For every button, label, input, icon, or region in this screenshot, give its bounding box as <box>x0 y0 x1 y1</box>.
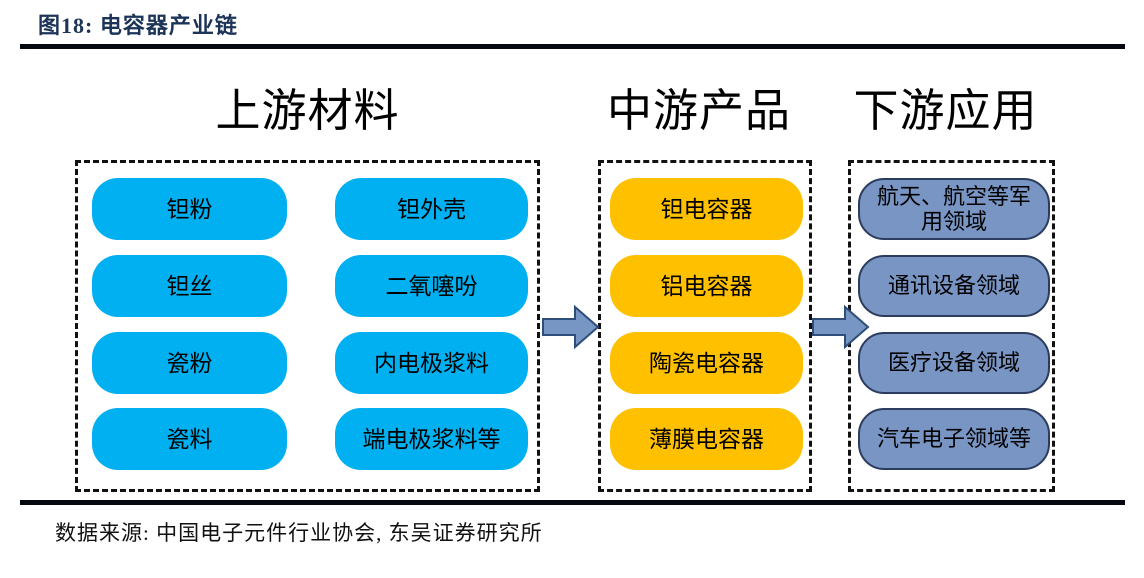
midstream-node: 铝电容器 <box>610 255 803 317</box>
upstream-node: 二氧噻吩 <box>335 255 528 317</box>
upstream-node: 瓷料 <box>92 408 287 470</box>
midstream-node: 陶瓷电容器 <box>610 332 803 394</box>
downstream-header: 下游应用 <box>853 85 1038 136</box>
upstream-node: 钽粉 <box>92 178 287 240</box>
upstream-node: 钽丝 <box>92 255 287 317</box>
upstream-node: 端电极浆料等 <box>335 408 528 470</box>
upstream-node: 内电极浆料 <box>335 332 528 394</box>
downstream-node: 医疗设备领域 <box>858 332 1050 394</box>
midstream-panel <box>598 160 812 492</box>
upstream-node: 瓷粉 <box>92 332 287 394</box>
source-note: 数据来源: 中国电子元件行业协会, 东吴证券研究所 <box>55 521 543 545</box>
midstream-node: 钽电容器 <box>610 178 803 240</box>
title-divider-rule <box>20 44 1125 49</box>
flow-arrow-icon <box>812 304 870 350</box>
midstream-header: 中游产品 <box>606 85 791 136</box>
source-divider-rule <box>20 500 1125 505</box>
flow-arrow-icon <box>542 304 600 350</box>
upstream-panel <box>75 160 540 492</box>
upstream-header: 上游材料 <box>215 85 400 136</box>
figure-title: 图18: 电容器产业链 <box>38 13 238 38</box>
downstream-node: 汽车电子领域等 <box>858 408 1050 470</box>
downstream-node: 航天、航空等军用领域 <box>858 178 1050 240</box>
downstream-node: 通讯设备领域 <box>858 255 1050 317</box>
upstream-node: 钽外壳 <box>335 178 528 240</box>
midstream-node: 薄膜电容器 <box>610 408 803 470</box>
